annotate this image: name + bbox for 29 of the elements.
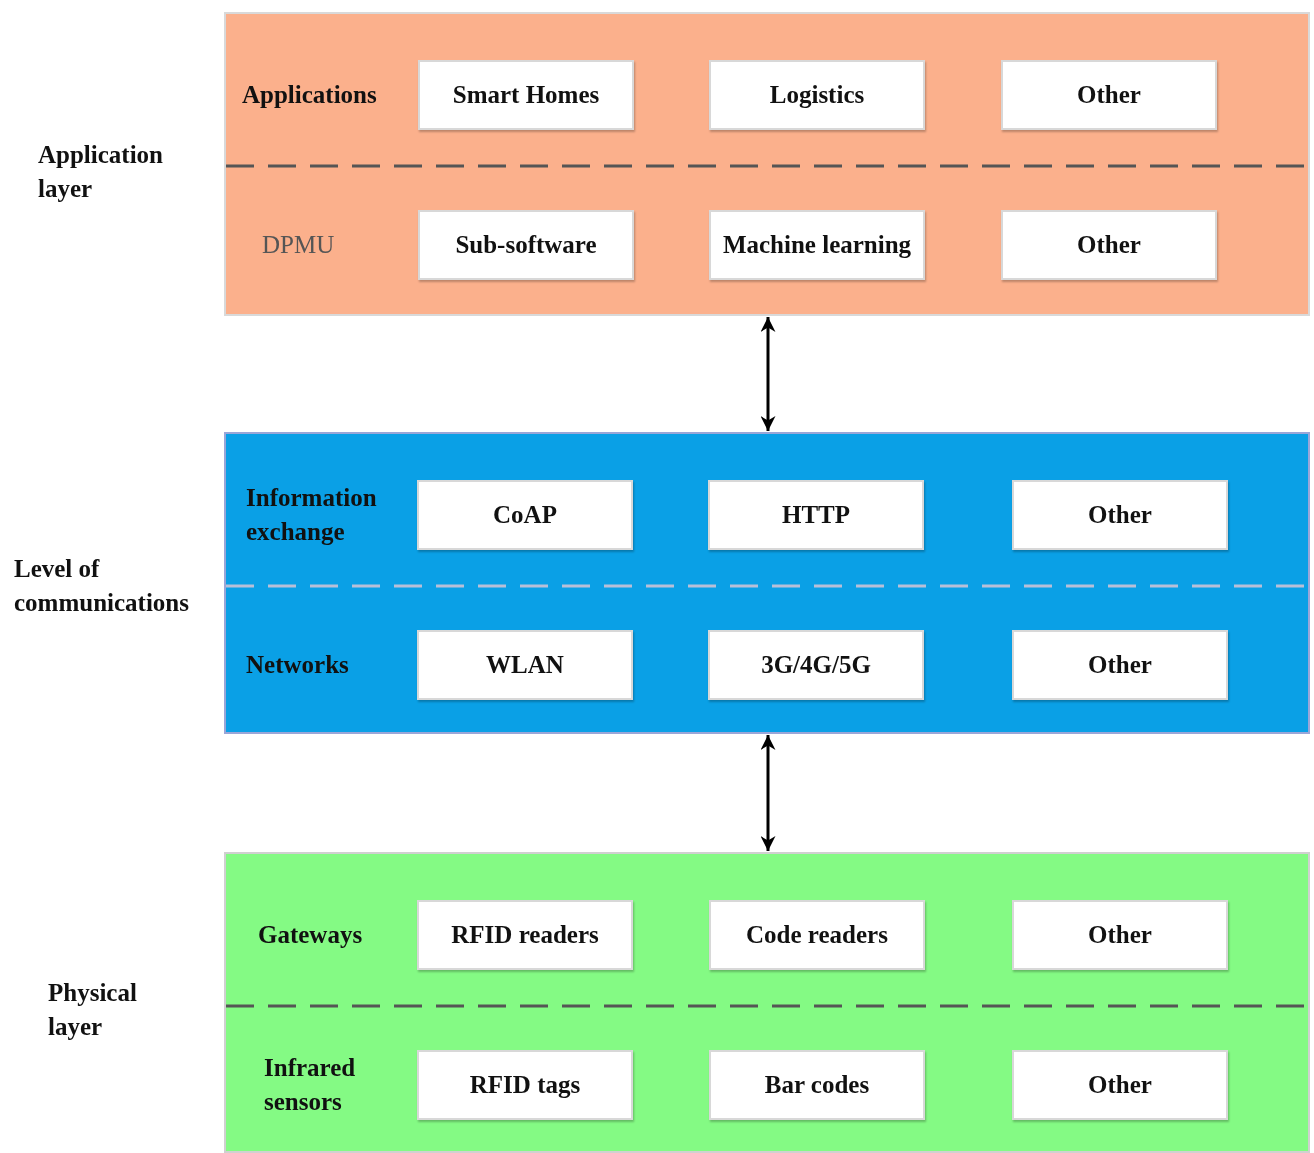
layer-label: Level of communications — [14, 554, 190, 618]
row-label: DPMU — [262, 230, 335, 261]
category-box: RFID tags — [417, 1050, 633, 1120]
category-box: 3G/4G/5G — [708, 630, 924, 700]
row-label: Information exchange — [246, 483, 378, 547]
double-arrow — [760, 317, 776, 431]
category-box: Smart Homes — [418, 60, 634, 130]
category-box: Other — [1012, 900, 1228, 970]
layer-label: Application layer — [38, 140, 165, 204]
row-label: Networks — [246, 650, 349, 681]
category-box: Sub-software — [418, 210, 634, 280]
row-label: Gateways — [258, 920, 363, 951]
category-box: Other — [1001, 210, 1217, 280]
row-label: Applications — [242, 80, 377, 111]
category-box: HTTP — [708, 480, 924, 550]
double-arrow — [760, 735, 776, 851]
category-box: RFID readers — [417, 900, 633, 970]
row-label: Infrared sensors — [264, 1053, 357, 1117]
layer-label: Physical layer — [48, 978, 138, 1042]
category-box: Other — [1001, 60, 1217, 130]
category-box: WLAN — [417, 630, 633, 700]
category-box: Bar codes — [709, 1050, 925, 1120]
category-box: Other — [1012, 630, 1228, 700]
category-box: Code readers — [709, 900, 925, 970]
category-box: Logistics — [709, 60, 925, 130]
category-box: Other — [1012, 480, 1228, 550]
category-box: Machine learning — [709, 210, 925, 280]
category-box: Other — [1012, 1050, 1228, 1120]
category-box: CoAP — [417, 480, 633, 550]
